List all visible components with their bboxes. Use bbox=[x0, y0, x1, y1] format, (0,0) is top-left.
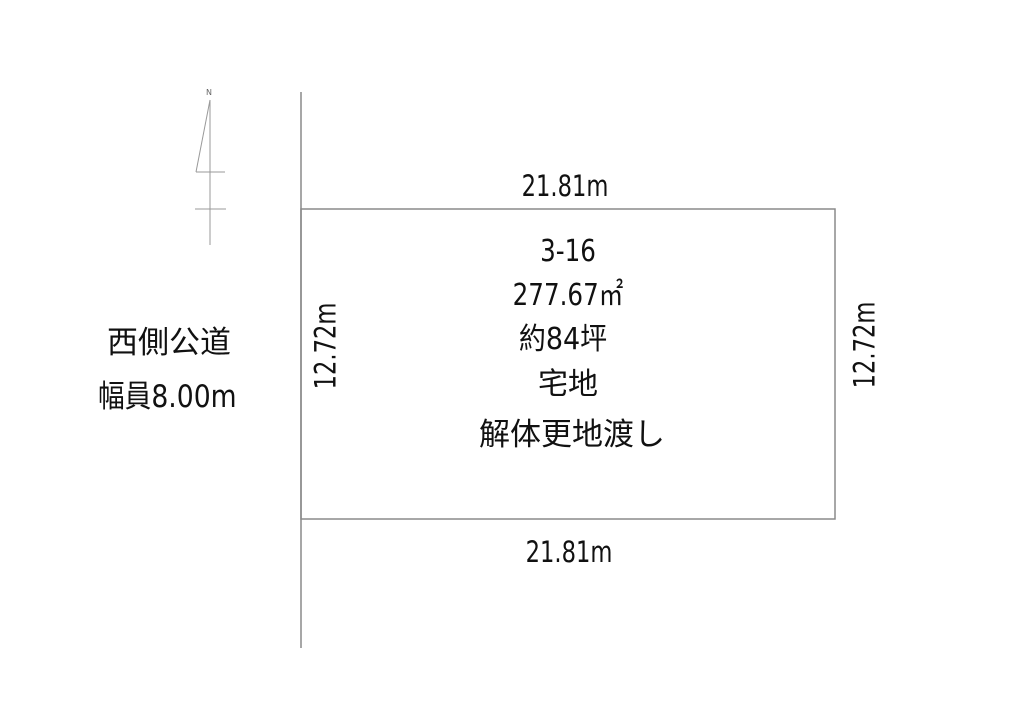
parcel-outline bbox=[300, 208, 836, 520]
lot-number-text: 3-16 bbox=[540, 234, 596, 269]
road-width-text: 幅員8.00m bbox=[98, 379, 237, 415]
parcel-tsubo: 約84坪 bbox=[514, 325, 612, 355]
road-name: 西側公道 bbox=[107, 325, 231, 361]
land-use: 宅地 bbox=[538, 367, 598, 402]
dimension-left: 12.72m bbox=[308, 302, 343, 390]
parcel-area: 277.67㎡ bbox=[501, 281, 636, 311]
road-width: 幅員8.00m bbox=[98, 382, 259, 413]
dimension-bottom: 21.81m bbox=[525, 535, 613, 569]
north-arrow-icon bbox=[195, 99, 226, 245]
parcel-tsubo-text: 約84坪 bbox=[518, 322, 608, 357]
dimension-right: 12.72m bbox=[847, 301, 882, 389]
dimension-top: 21.81m bbox=[521, 169, 609, 203]
parcel-condition: 解体更地渡し bbox=[479, 417, 665, 453]
parcel-area-text: 277.67㎡ bbox=[512, 278, 624, 313]
north-label: N bbox=[206, 88, 212, 97]
lot-number: 3-16 bbox=[534, 237, 602, 267]
